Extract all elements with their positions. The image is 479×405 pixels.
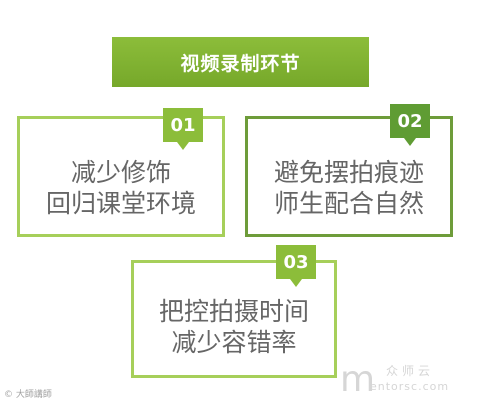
step-card-2-line-1: 避免摆拍痕迹 bbox=[273, 158, 424, 187]
diagram-title: 视频录制环节 bbox=[180, 52, 301, 75]
step-card-3-line-1: 把控拍摄时间 bbox=[158, 297, 309, 326]
watermark-cn-text: 众师云 bbox=[386, 364, 435, 378]
step-card-1-line-2: 回归课堂环境 bbox=[45, 189, 196, 218]
step-badge-1: 01 bbox=[163, 108, 203, 150]
step-badge-3: 03 bbox=[276, 245, 316, 287]
step-card-3-text: 把控拍摄时间 减少容错率 bbox=[134, 296, 334, 358]
step-card-3: 把控拍摄时间 减少容错率 bbox=[131, 260, 337, 378]
step-badge-2: 02 bbox=[390, 104, 430, 146]
step-card-1-line-1: 减少修饰 bbox=[70, 158, 171, 187]
watermark-en-text: entorsc.com bbox=[370, 380, 450, 393]
watermark-left: © 大師講師 bbox=[4, 390, 52, 400]
step-card-3-line-2: 减少容错率 bbox=[171, 328, 297, 357]
watermark-right: m 众师云 entorsc.com bbox=[340, 360, 460, 402]
watermark-logo-mark: m bbox=[340, 359, 376, 400]
step-card-2-line-2: 师生配合自然 bbox=[273, 189, 424, 218]
step-card-2-text: 避免摆拍痕迹 师生配合自然 bbox=[248, 157, 450, 219]
step-card-1-text: 减少修饰 回归课堂环境 bbox=[20, 157, 222, 219]
title-banner: 视频录制环节 bbox=[112, 37, 369, 87]
